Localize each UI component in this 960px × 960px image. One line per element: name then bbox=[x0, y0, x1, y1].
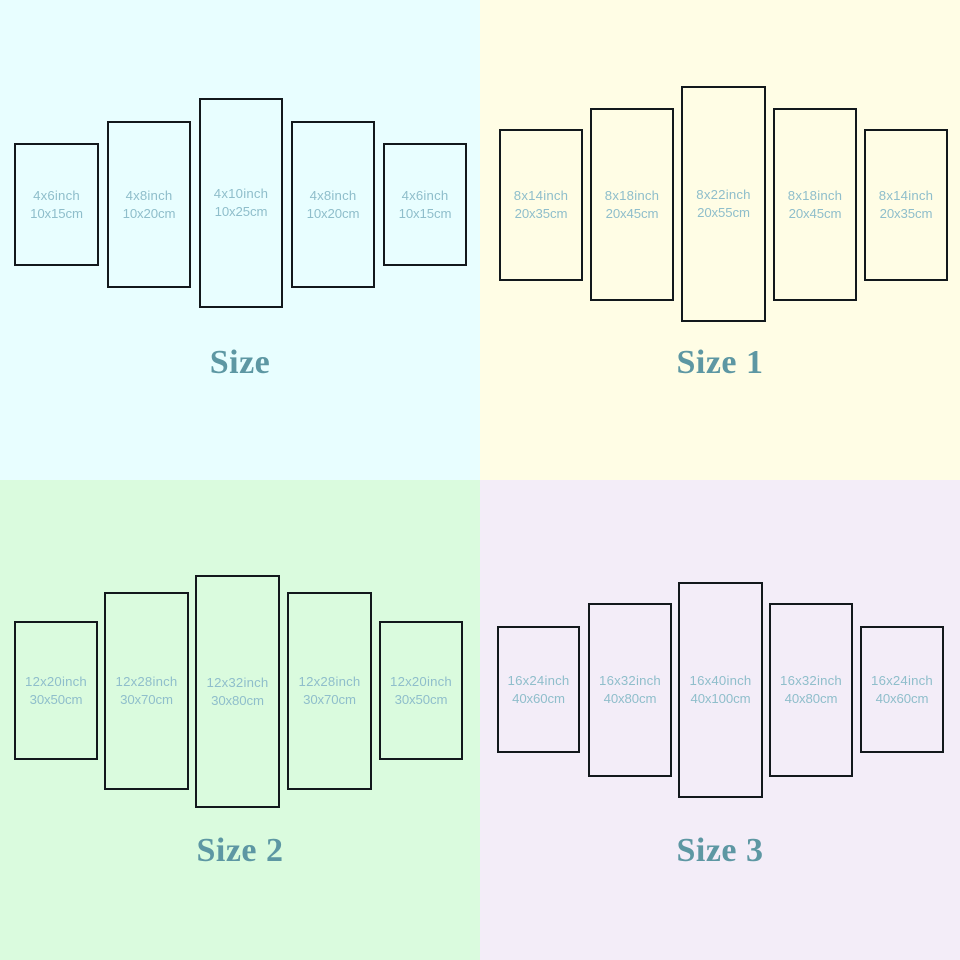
canvas-panel: 12x32inch 30x80cm bbox=[195, 575, 280, 808]
canvas-panel: 4x8inch 10x20cm bbox=[107, 121, 191, 288]
canvas-panel: 8x14inch 20x35cm bbox=[499, 129, 583, 281]
panel-size-cm: 40x80cm bbox=[603, 691, 657, 706]
panel-size-inch: 4x6inch bbox=[401, 187, 449, 203]
panel-size-cm: 10x20cm bbox=[306, 205, 360, 221]
panel-size-inch: 12x32inch bbox=[206, 674, 269, 690]
panel-size-inch: 12x28inch bbox=[115, 674, 178, 690]
panel-size-inch: 16x32inch bbox=[599, 673, 661, 689]
panel-size-cm: 20x55cm bbox=[697, 205, 750, 220]
canvas-panel: 16x40inch 40x100cm bbox=[678, 582, 763, 798]
panel-size-cm: 30x50cm bbox=[394, 691, 448, 707]
panel-row-bottom-left: 12x20inch 30x50cm 12x28inch 30x70cm 12x32inc… bbox=[0, 480, 480, 960]
panel-size-cm: 10x15cm bbox=[398, 205, 452, 221]
canvas-panel: 4x6inch 10x15cm bbox=[383, 143, 467, 266]
canvas-panel: 4x8inch 10x20cm bbox=[291, 121, 375, 288]
panel-size-cm: 20x45cm bbox=[788, 205, 842, 221]
canvas-panel: 8x18inch 20x45cm bbox=[773, 108, 857, 301]
panel-row-top-right: 8x14inch 20x35cm 8x18inch 20x45cm 8x22inch 20… bbox=[480, 0, 960, 480]
panel-size-cm: 40x60cm bbox=[512, 690, 565, 706]
canvas-panel: 16x32inch 40x80cm bbox=[769, 603, 853, 777]
panel-size-inch: 4x8inch bbox=[309, 187, 357, 203]
canvas-panel: 16x24inch 40x60cm bbox=[860, 626, 944, 753]
canvas-panel: 8x18inch 20x45cm bbox=[590, 108, 674, 301]
canvas-panel: 4x6inch 10x15cm bbox=[14, 143, 99, 266]
panel-size-cm: 40x100cm bbox=[690, 691, 751, 706]
panel-size-cm: 30x70cm bbox=[120, 692, 173, 707]
canvas-panel: 16x24inch 40x60cm bbox=[497, 626, 580, 753]
size-option-bottom-right[interactable]: 16x24inch 40x60cm 16x32inch 40x80cm 16x40inc… bbox=[480, 480, 960, 960]
panel-size-cm: 10x25cm bbox=[214, 204, 268, 219]
panel-size-cm: 20x45cm bbox=[605, 205, 659, 221]
panel-size-cm: 30x70cm bbox=[303, 692, 356, 707]
panel-size-inch: 8x18inch bbox=[787, 187, 843, 203]
panel-size-inch: 16x24inch bbox=[871, 672, 933, 688]
quadrant-title-top-left: Size bbox=[209, 344, 271, 381]
canvas-panel: 12x20inch 30x50cm bbox=[379, 621, 463, 760]
panel-size-cm: 10x15cm bbox=[30, 205, 83, 221]
panel-size-inch: 16x32inch bbox=[780, 673, 842, 689]
canvas-panel: 12x28inch 30x70cm bbox=[287, 592, 372, 790]
canvas-panel: 12x20inch 30x50cm bbox=[14, 621, 98, 760]
panel-row-bottom-right: 16x24inch 40x60cm 16x32inch 40x80cm 16x40inc… bbox=[480, 480, 960, 960]
size-option-top-left[interactable]: 4x6inch 10x15cm 4x8inch 10x20cm 4x10inch 10x2… bbox=[0, 0, 480, 480]
panel-size-inch: 4x8inch bbox=[125, 187, 173, 203]
panel-size-inch: 12x28inch bbox=[298, 674, 361, 690]
canvas-panel: 8x22inch 20x55cm bbox=[681, 86, 766, 322]
panel-size-inch: 8x18inch bbox=[604, 187, 660, 203]
panel-size-inch: 12x20inch bbox=[390, 673, 452, 689]
panel-size-cm: 30x50cm bbox=[29, 691, 83, 707]
panel-size-inch: 16x40inch bbox=[689, 673, 752, 689]
panel-size-cm: 20x35cm bbox=[879, 206, 933, 221]
panel-size-inch: 4x6inch bbox=[33, 187, 80, 203]
panel-size-cm: 10x20cm bbox=[122, 205, 176, 221]
canvas-panel: 8x14inch 20x35cm bbox=[864, 129, 948, 281]
canvas-panel: 16x32inch 40x80cm bbox=[588, 603, 672, 777]
quadrant-title-top-right: Size 1 bbox=[676, 344, 764, 381]
panel-size-inch: 8x14inch bbox=[878, 188, 934, 204]
canvas-panel: 12x28inch 30x70cm bbox=[104, 592, 189, 790]
panel-size-inch: 8x14inch bbox=[513, 188, 569, 204]
panel-size-cm: 30x80cm bbox=[211, 692, 264, 708]
size-option-bottom-left[interactable]: 12x20inch 30x50cm 12x28inch 30x70cm 12x32inc… bbox=[0, 480, 480, 960]
size-option-top-right[interactable]: 8x14inch 20x35cm 8x18inch 20x45cm 8x22inch 20… bbox=[480, 0, 960, 480]
panel-size-cm: 20x35cm bbox=[514, 206, 568, 221]
quadrant-title-bottom-right: Size 3 bbox=[676, 832, 764, 869]
quadrant-title-bottom-left: Size 2 bbox=[196, 832, 284, 869]
panel-size-cm: 40x80cm bbox=[784, 691, 838, 706]
panel-size-inch: 12x20inch bbox=[25, 673, 87, 689]
panel-size-cm: 40x60cm bbox=[875, 690, 929, 706]
panel-row-top-left: 4x6inch 10x15cm 4x8inch 10x20cm 4x10inch 10x2… bbox=[0, 0, 480, 480]
canvas-panel: 4x10inch 10x25cm bbox=[199, 98, 283, 308]
panel-size-inch: 4x10inch bbox=[213, 186, 269, 202]
panel-size-inch: 8x22inch bbox=[696, 187, 751, 203]
panel-size-inch: 16x24inch bbox=[507, 672, 570, 688]
